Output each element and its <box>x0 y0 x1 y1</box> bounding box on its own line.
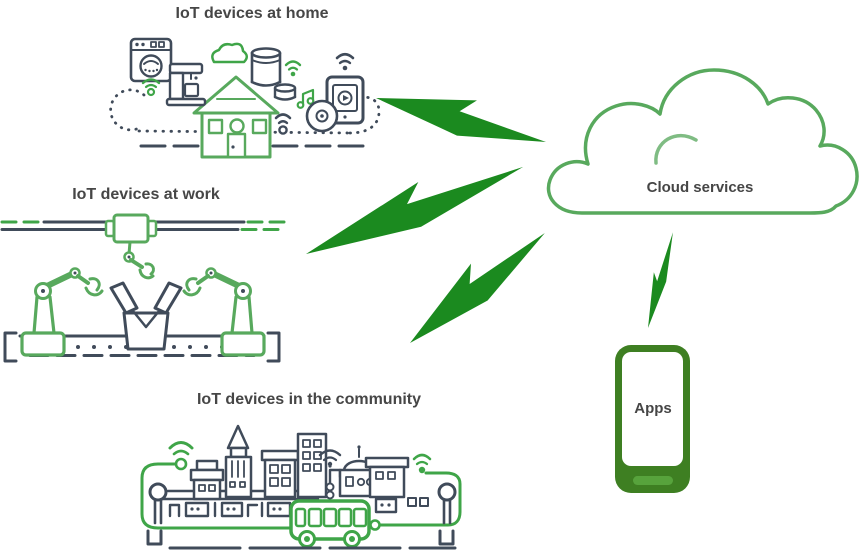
robotic-arm-left-icon <box>20 267 104 357</box>
speaker-disc-icon <box>305 99 339 133</box>
home-scene-illustration <box>109 37 381 159</box>
loop-node-dot <box>369 519 381 531</box>
smartphone-icon <box>615 345 690 493</box>
cloud-services-label: Cloud services <box>646 179 754 196</box>
wifi-icon <box>284 60 302 77</box>
community-scene-illustration <box>140 424 462 550</box>
lightning-bolt-apps-to-cloud <box>648 232 673 328</box>
cloud-inner-bump <box>654 133 698 165</box>
street-light-icon <box>146 482 168 546</box>
traffic-signal-icon <box>325 464 342 502</box>
cloud-outline-icon <box>546 68 859 215</box>
work-scene-illustration <box>0 213 286 363</box>
skyscraper-icon <box>224 424 253 499</box>
smart-home-house-icon <box>192 75 280 159</box>
home-section-label: IoT devices at home <box>175 5 329 22</box>
work-section-label: IoT devices at work <box>72 186 220 203</box>
lightning-bolt-community-to-cloud <box>410 233 545 343</box>
wifi-icon <box>412 453 432 474</box>
cloud-icon <box>211 42 248 64</box>
apps-label: Apps <box>634 400 672 417</box>
street-buildings-row <box>168 501 292 518</box>
connected-loop-path <box>140 462 462 530</box>
wifi-icon <box>318 449 342 467</box>
coffee-maker-icon <box>165 62 207 107</box>
city-skyline-icon <box>364 456 429 514</box>
open-package-box-icon <box>109 281 183 351</box>
city-skyline-icon <box>189 424 328 501</box>
lightning-bolt-work-to-cloud <box>306 166 524 254</box>
lightning-bolt-home-to-cloud <box>376 98 547 142</box>
robotic-arm-right-icon <box>182 267 266 357</box>
washing-machine-icon <box>129 37 173 97</box>
wifi-icon <box>274 113 292 135</box>
phone-home-button <box>633 476 673 485</box>
street-light-icon <box>437 482 457 546</box>
music-note-icon <box>296 88 315 109</box>
wifi-icon <box>335 52 355 71</box>
smart-bus-icon <box>289 499 371 548</box>
gantry-robot-arm-icon <box>104 213 158 280</box>
wifi-icon <box>168 441 194 471</box>
cloud-services-shape <box>546 68 859 215</box>
community-section-label: IoT devices in the community <box>196 391 422 408</box>
smart-speaker-icon <box>250 47 297 101</box>
